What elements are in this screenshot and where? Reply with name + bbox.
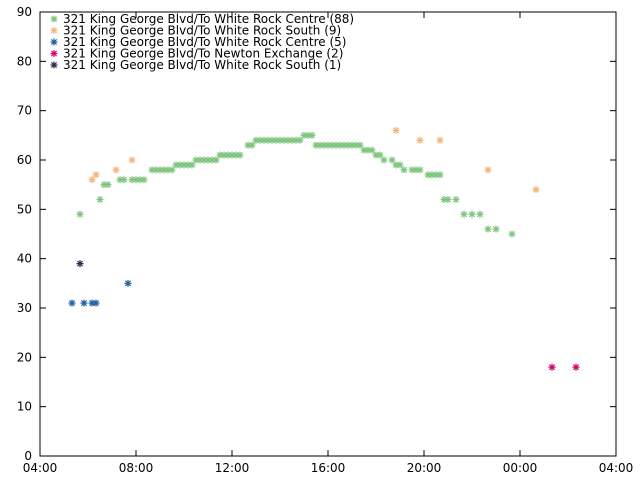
data-point <box>436 171 444 179</box>
data-point <box>416 166 424 174</box>
legend-marker <box>50 38 58 46</box>
data-point <box>96 195 104 203</box>
x-tick-label: 04:00 <box>599 461 634 475</box>
legend-marker <box>50 50 58 57</box>
data-point <box>572 363 580 371</box>
y-tick-label: 20 <box>17 350 32 364</box>
legend-marker <box>50 61 58 69</box>
legend-label: 321 King George Blvd/To White Rock Centr… <box>63 12 354 26</box>
data-point <box>248 141 256 149</box>
data-point <box>376 151 384 159</box>
data-point <box>124 279 132 287</box>
data-point <box>212 156 220 164</box>
data-point <box>120 176 128 184</box>
y-tick-label: 60 <box>17 153 32 167</box>
plot-frame <box>39 11 617 457</box>
data-point <box>88 176 96 184</box>
y-tick-label: 30 <box>17 301 32 315</box>
x-tick-label: 04:00 <box>23 461 58 475</box>
x-tick-label: 20:00 <box>407 461 442 475</box>
data-point <box>416 136 424 144</box>
data-point <box>140 176 148 184</box>
data-point <box>380 156 388 164</box>
y-tick-label: 50 <box>17 202 32 216</box>
y-tick-label: 90 <box>17 5 32 19</box>
y-tick-label: 70 <box>17 104 32 118</box>
data-point <box>76 260 84 268</box>
x-tick-label: 00:00 <box>503 461 538 475</box>
data-point <box>452 195 460 203</box>
data-point <box>76 210 84 218</box>
data-point <box>548 363 556 371</box>
x-tick-label: 12:00 <box>215 461 250 475</box>
legend-label: 321 King George Blvd/To White Rock Centr… <box>63 35 346 49</box>
legend-label: 321 King George Blvd/To Newton Exchange … <box>63 47 343 61</box>
data-point <box>356 141 364 149</box>
data-point <box>112 166 120 174</box>
data-point <box>128 156 136 164</box>
y-tick-label: 0 <box>24 449 32 463</box>
legend-marker <box>50 15 58 23</box>
data-point <box>436 136 444 144</box>
data-point <box>308 131 316 139</box>
data-point <box>468 210 476 218</box>
data-point <box>388 156 396 164</box>
legend-label: 321 King George Blvd/To White Rock South… <box>63 58 341 72</box>
y-tick-label: 80 <box>17 54 32 68</box>
data-point <box>92 299 100 307</box>
data-point <box>508 230 516 238</box>
data-point <box>188 161 196 169</box>
legend-label: 321 King George Blvd/To White Rock South… <box>63 24 341 38</box>
data-point <box>460 210 468 218</box>
data-point <box>236 151 244 159</box>
y-tick-label: 10 <box>17 400 32 414</box>
data-point <box>392 126 400 134</box>
x-tick-label: 08:00 <box>119 461 154 475</box>
data-point <box>296 136 304 144</box>
y-tick-label: 40 <box>17 252 32 266</box>
data-point <box>92 171 100 179</box>
data-point <box>68 299 76 307</box>
data-point <box>484 225 492 233</box>
legend-marker <box>50 27 58 34</box>
data-point <box>444 195 452 203</box>
data-point <box>476 210 484 218</box>
data-point <box>400 166 408 174</box>
data-point <box>492 225 500 233</box>
data-point <box>80 299 88 307</box>
data-point <box>168 166 176 174</box>
data-point <box>368 146 376 154</box>
data-point <box>396 161 404 169</box>
data-point <box>532 186 540 194</box>
x-tick-label: 16:00 <box>311 461 346 475</box>
data-point <box>484 166 492 174</box>
data-point <box>104 181 112 189</box>
